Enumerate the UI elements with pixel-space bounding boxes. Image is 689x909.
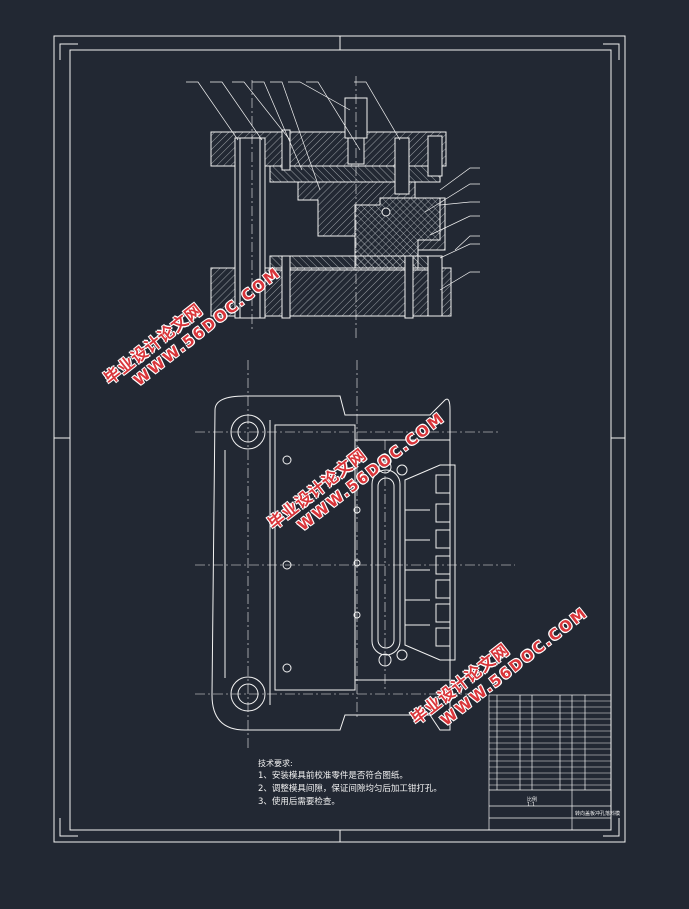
notes-heading: 技术要求:: [258, 759, 293, 768]
drawing-name: 转向盖板冲孔落料模: [575, 811, 621, 817]
note-line-1: 1、安装模具前校准零件是否符合图纸。: [258, 771, 408, 781]
title-block: [488, 694, 612, 831]
drawing-frame: [53, 35, 626, 843]
scale-label: 比例: [527, 797, 538, 803]
note-line-3: 3、使用后需要检查。: [258, 797, 340, 807]
section-view: [186, 76, 480, 340]
scale-value: 1:1: [527, 802, 536, 808]
title-block-rows: [489, 700, 611, 786]
technical-requirements: 技术要求: 1、安装模具前校准零件是否符合图纸。 2、调整模具间隙，保证间隙均匀…: [258, 757, 442, 809]
plan-view: [195, 360, 515, 750]
note-line-2: 2、调整模具间隙，保证间隙均匀后加工钳打孔。: [258, 784, 442, 794]
